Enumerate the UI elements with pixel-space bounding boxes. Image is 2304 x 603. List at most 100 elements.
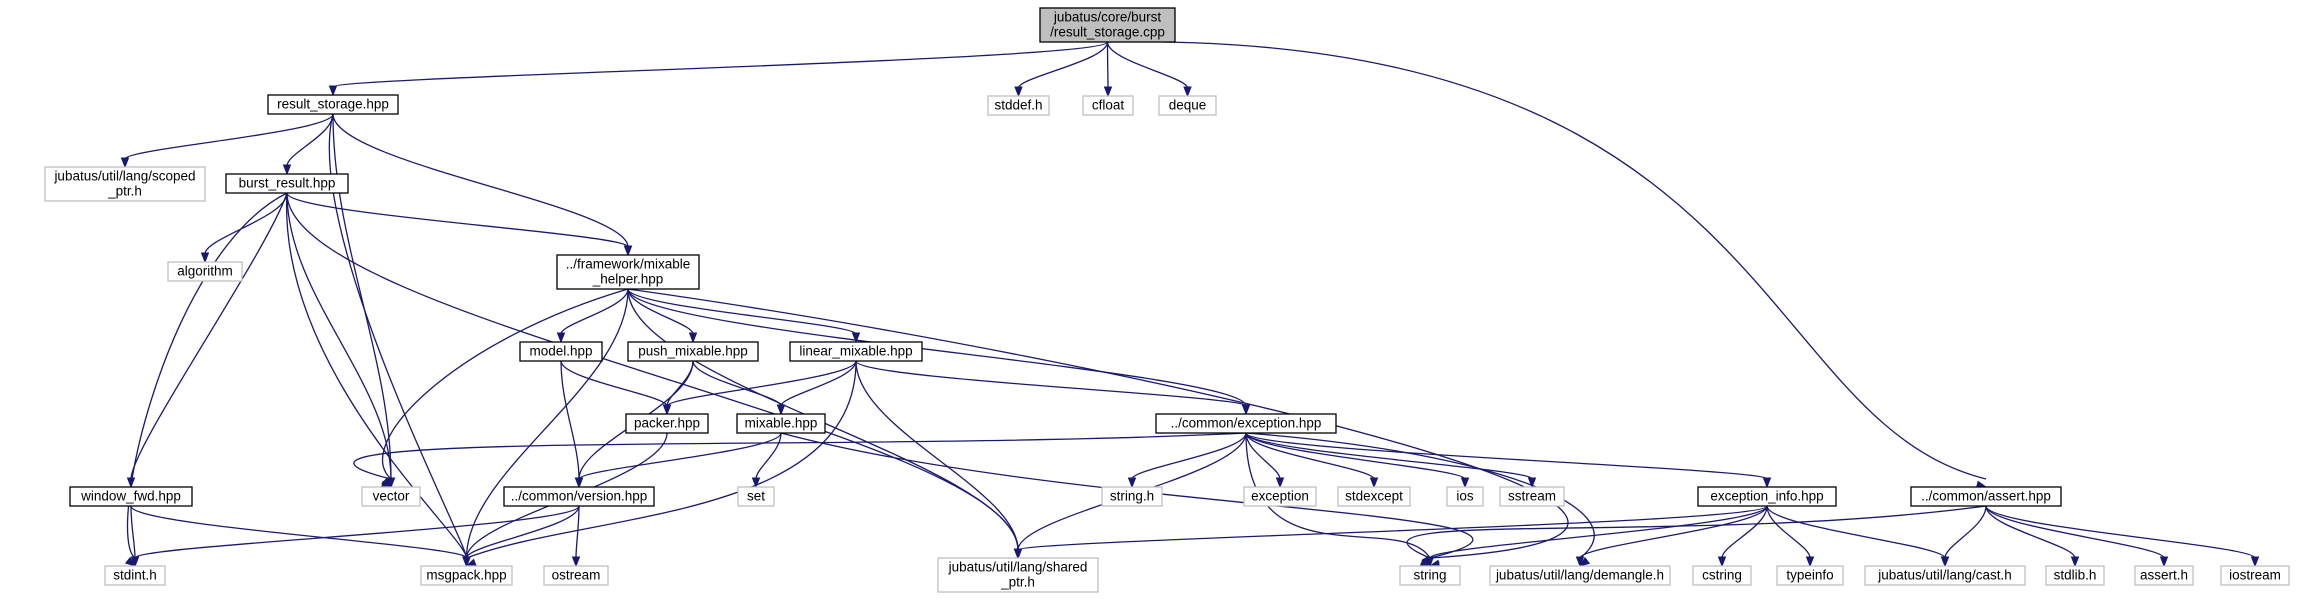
node-box bbox=[1101, 486, 1163, 507]
edge-exception_hpp-to-exception bbox=[1245, 432, 1285, 489]
node-box bbox=[1337, 486, 1411, 507]
edge-root-to-deque bbox=[1106, 41, 1192, 98]
node-stdint-h: stdint.h bbox=[104, 565, 166, 586]
node-cfloat: cfloat bbox=[1082, 95, 1134, 116]
node-label: stdexcept bbox=[1345, 489, 1403, 504]
node-vector: vector bbox=[361, 486, 421, 507]
node-box bbox=[627, 341, 759, 362]
node-label: sstream bbox=[1508, 489, 1556, 504]
edge-linear_mixable_hpp-to-shared_ptr_h bbox=[855, 360, 1023, 560]
edge-arrowhead bbox=[688, 332, 698, 344]
edge-assert_hpp-to-iostream bbox=[1985, 505, 2260, 568]
edge-line bbox=[286, 192, 392, 480]
edge-assert_hpp-to-stdlib_h bbox=[1985, 505, 2080, 568]
edge-linear_mixable_hpp-to-packer_hpp bbox=[662, 360, 857, 416]
edge-arrowhead bbox=[1460, 477, 1470, 489]
edge-burst_result_hpp-to-mixable_helper_hpp bbox=[286, 192, 633, 257]
node-label: ../common/version.hpp bbox=[511, 489, 648, 504]
node-root[interactable]: jubatus/core/burst/result_storage.cpp bbox=[1039, 7, 1176, 43]
edge-line bbox=[1245, 432, 1768, 480]
edge-line bbox=[1107, 41, 1987, 480]
node-box bbox=[519, 341, 603, 362]
edge-line bbox=[1579, 505, 1768, 559]
edge-exception_hpp-to-sstream bbox=[1245, 432, 1537, 489]
edge-arrowhead bbox=[2070, 556, 2080, 568]
edge-line bbox=[1245, 432, 1281, 480]
edge-line bbox=[130, 192, 288, 480]
node-result-storage-hpp[interactable]: result_storage.hpp bbox=[267, 94, 399, 115]
node-demangle-h: jubatus/util/lang/demangle.h bbox=[1489, 565, 1671, 586]
node-label: push_mixable.hpp bbox=[638, 344, 748, 359]
node-box bbox=[1776, 565, 1844, 586]
node-box bbox=[420, 565, 513, 586]
node-assert-hpp[interactable]: ../common/assert.hpp bbox=[1910, 486, 2062, 507]
node-cstring: cstring bbox=[1692, 565, 1752, 586]
node-label: stddef.h bbox=[994, 98, 1042, 113]
edge-arrowhead bbox=[124, 556, 137, 567]
edge-arrowhead bbox=[1275, 477, 1285, 489]
edge-line bbox=[124, 113, 334, 160]
node-label: string bbox=[1413, 568, 1446, 583]
node-packer-hpp[interactable]: packer.hpp bbox=[625, 413, 709, 434]
node-label: set bbox=[747, 489, 765, 504]
edge-line bbox=[780, 360, 857, 407]
node-box bbox=[225, 173, 349, 194]
edge-line bbox=[1766, 505, 1811, 559]
node-mixable-hpp[interactable]: mixable.hpp bbox=[736, 413, 826, 434]
node-box bbox=[104, 565, 166, 586]
node-label: ios bbox=[1456, 489, 1474, 504]
node-label: jubatus/util/lang/demangle.h bbox=[1495, 568, 1664, 583]
node-label: cstring bbox=[1702, 568, 1742, 583]
edge-arrowhead bbox=[1717, 556, 1727, 568]
node-exception-hpp[interactable]: ../common/exception.hpp bbox=[1155, 413, 1337, 434]
edge-line bbox=[1985, 505, 2076, 559]
edge-result_storage_hpp-to-vector bbox=[332, 113, 396, 489]
node-label: algorithm bbox=[177, 264, 233, 279]
edge-arrowhead bbox=[282, 164, 292, 176]
edge-model_hpp-to-packer_hpp bbox=[560, 360, 672, 416]
edge-exception_hpp-to-exception_info_hpp bbox=[1245, 432, 1772, 489]
edge-arrowhead bbox=[1425, 556, 1435, 568]
node-burst-result-hpp[interactable]: burst_result.hpp bbox=[225, 173, 349, 194]
edge-line bbox=[134, 505, 580, 559]
node-box bbox=[1243, 486, 1317, 507]
node-string-h: string.h bbox=[1101, 486, 1163, 507]
edge-model_hpp-to-version_hpp bbox=[560, 360, 584, 489]
node-box bbox=[1039, 7, 1176, 43]
node-box bbox=[167, 261, 243, 282]
edge-result_storage_hpp-to-scoped_ptr_h bbox=[120, 113, 334, 169]
edge-arrowhead bbox=[1578, 556, 1591, 567]
edge-arrowhead bbox=[1013, 548, 1023, 560]
node-exception-info-hpp[interactable]: exception_info.hpp bbox=[1697, 486, 1837, 507]
node-push-mixable-hpp[interactable]: push_mixable.hpp bbox=[627, 341, 759, 362]
node-ios: ios bbox=[1446, 486, 1484, 507]
node-box bbox=[937, 557, 1099, 593]
node-box bbox=[1446, 486, 1484, 507]
edge-exception_info_hpp-to-cstring bbox=[1717, 505, 1768, 568]
node-label: assert.h bbox=[2140, 568, 2188, 583]
node-label: stdlib.h bbox=[2054, 568, 2097, 583]
edge-assert_hpp-to-cast_h bbox=[1940, 505, 1987, 568]
edge-line bbox=[332, 41, 1109, 88]
node-stdlib-h: stdlib.h bbox=[2045, 565, 2105, 586]
node-sstream: sstream bbox=[1499, 486, 1565, 507]
node-linear-mixable-hpp[interactable]: linear_mixable.hpp bbox=[789, 341, 923, 362]
node-iostream: iostream bbox=[2220, 565, 2290, 586]
node-version-hpp[interactable]: ../common/version.hpp bbox=[503, 486, 655, 507]
node-label: jubatus/util/lang/cast.h bbox=[1877, 568, 2012, 583]
node-mixable-helper-hpp[interactable]: ../framework/mixable_helper.hpp bbox=[556, 254, 700, 290]
node-label: ../framework/mixable bbox=[566, 257, 691, 272]
node-model-hpp[interactable]: model.hpp bbox=[519, 341, 603, 362]
edge-mixable_helper_hpp-to-linear_mixable_hpp bbox=[627, 288, 861, 344]
node-box bbox=[1158, 95, 1217, 116]
edge-line bbox=[465, 288, 629, 559]
node-stddef-h: stddef.h bbox=[987, 95, 1050, 116]
edge-arrowhead bbox=[1369, 477, 1379, 489]
node-label: iostream bbox=[2229, 568, 2281, 583]
node-window-fwd-hpp[interactable]: window_fwd.hpp bbox=[69, 486, 193, 507]
edge-arrowhead bbox=[776, 404, 786, 416]
edge-burst_result_hpp-to-algorithm bbox=[200, 192, 288, 264]
edge-assert_hpp-to-string bbox=[1406, 505, 1987, 567]
edge-line bbox=[1429, 505, 1768, 559]
edge-line bbox=[627, 288, 1569, 559]
